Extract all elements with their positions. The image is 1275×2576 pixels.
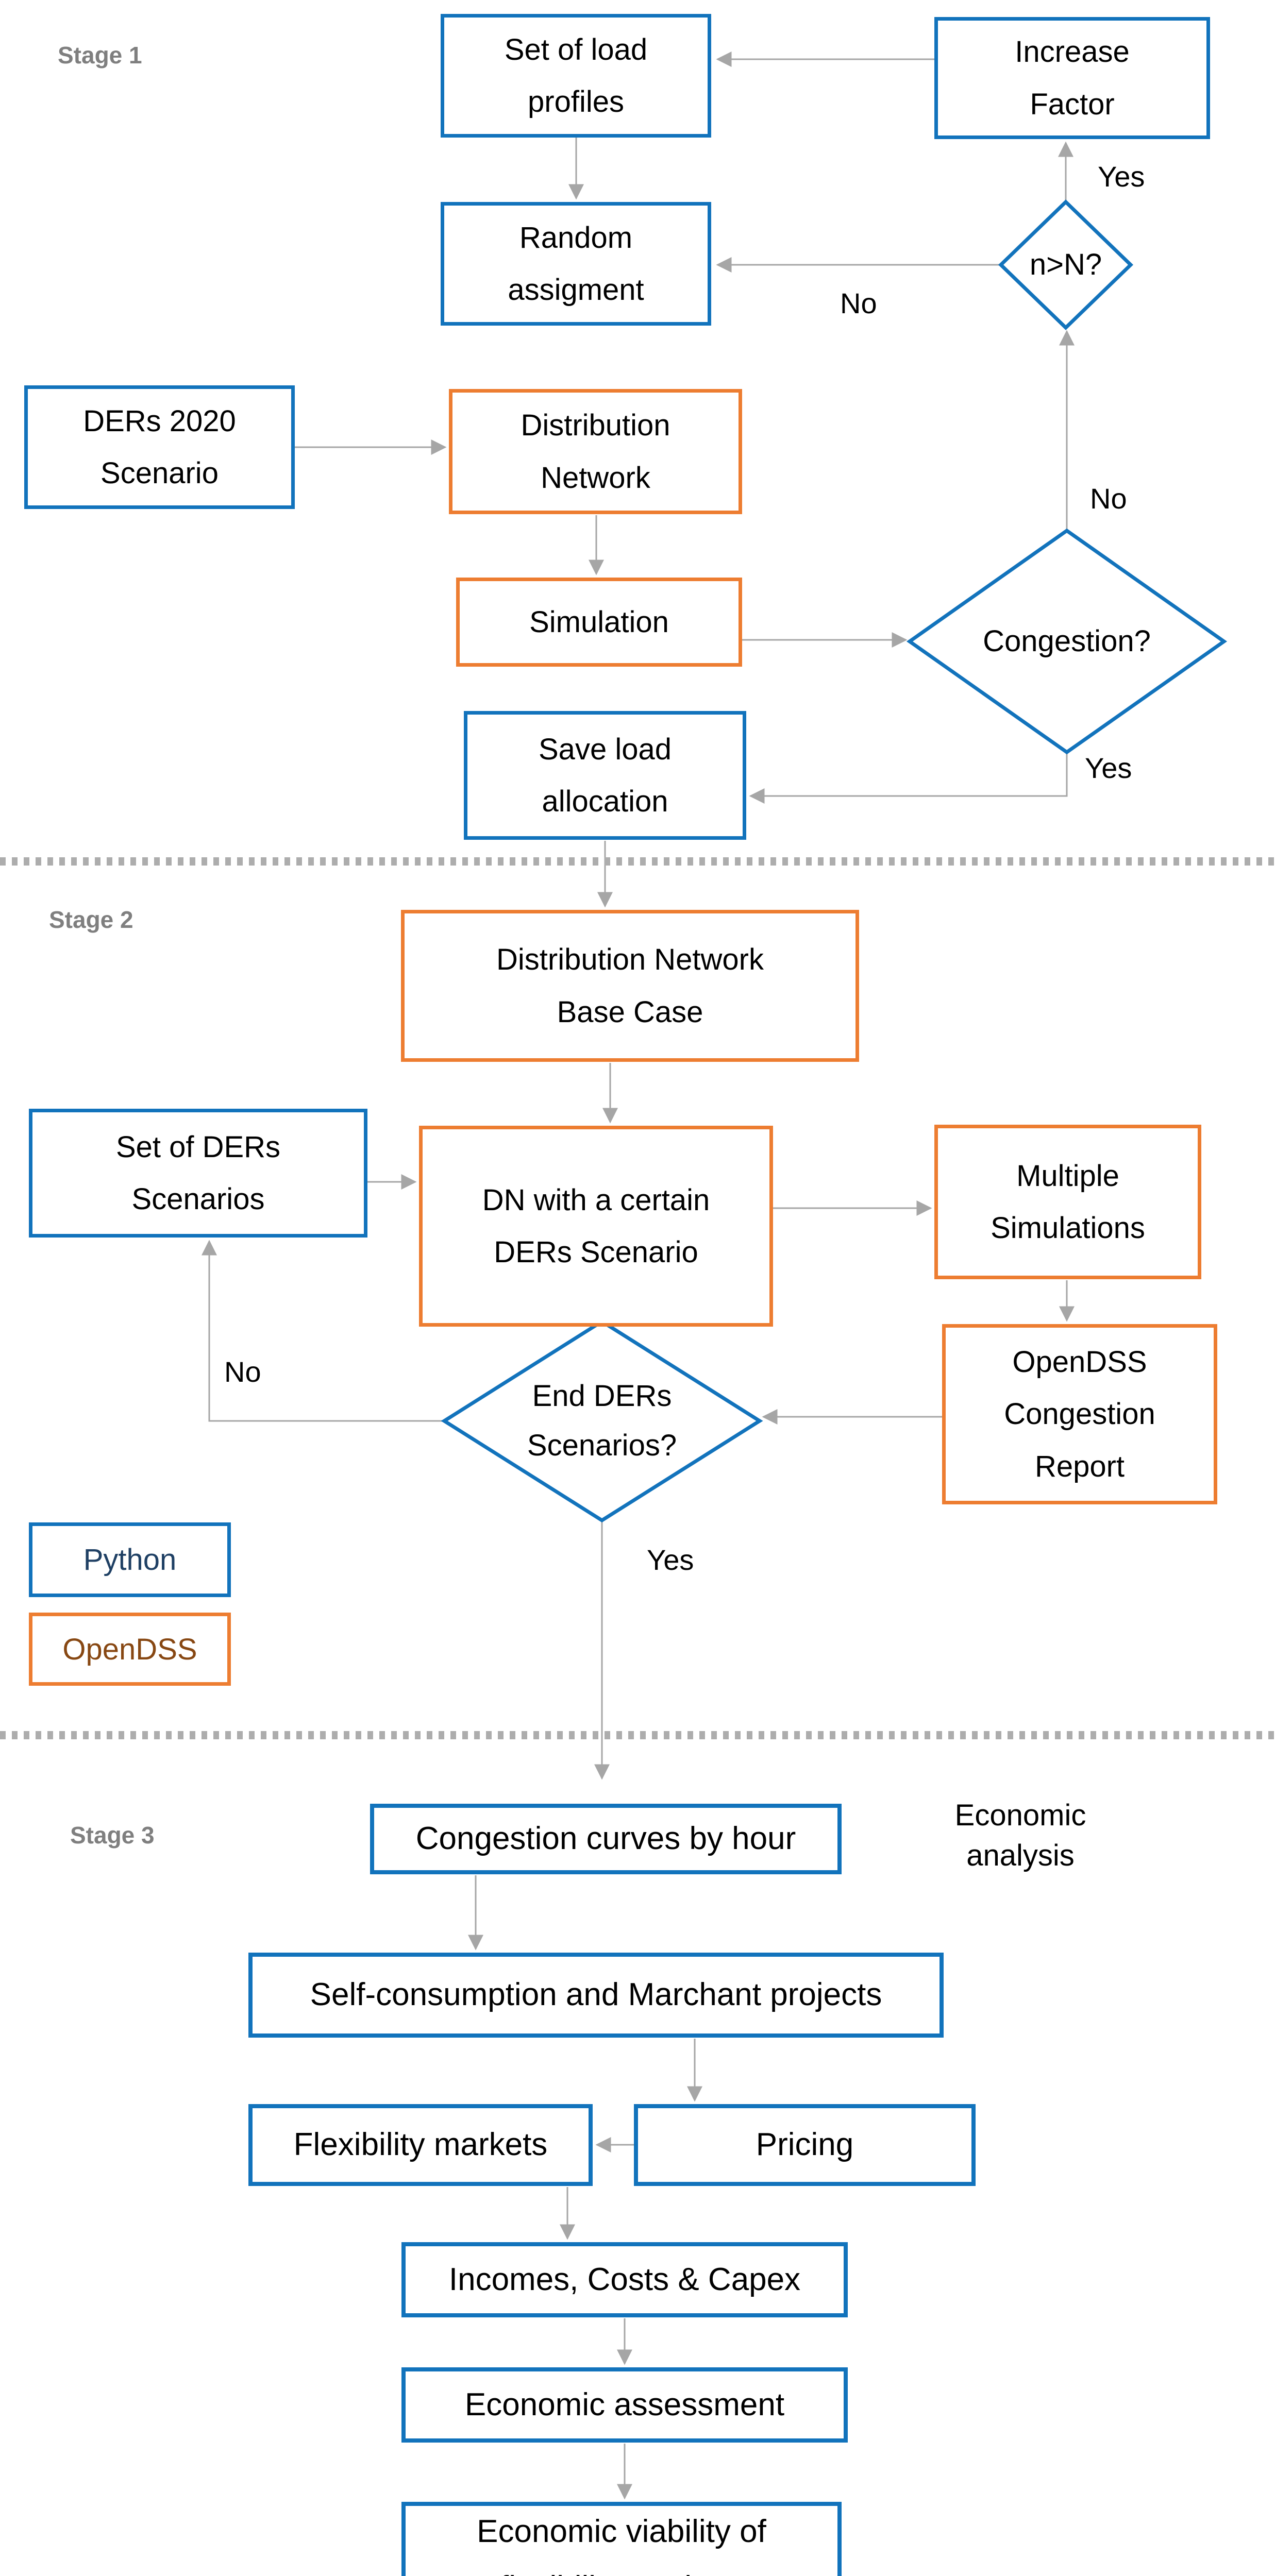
edge-label-congestion-yes: Yes — [1085, 752, 1132, 784]
label-end-ders-scenarios: End DERs Scenarios? — [527, 1379, 677, 1462]
node-pricing: Pricing — [634, 2104, 976, 2186]
legend-opendss: OpenDSS — [29, 1613, 231, 1686]
edge-label-endders-no: No — [224, 1355, 261, 1388]
node-increase-factor: Increase Factor — [934, 17, 1210, 139]
node-set-of-load-profiles: Set of load profiles — [441, 14, 711, 138]
node-incomes-costs-capex: Incomes, Costs & Capex — [401, 2242, 848, 2317]
stage3-label: Stage 3 — [70, 1822, 155, 1849]
node-save-load-allocation: Save load allocation — [464, 711, 746, 840]
node-congestion-curves: Congestion curves by hour — [370, 1804, 842, 1874]
economic-analysis-annotation: Economic analysis — [954, 1799, 1086, 1873]
node-simulation: Simulation — [456, 578, 742, 667]
decision-end-ders — [441, 1319, 763, 1523]
node-flexibility-markets: Flexibility markets — [248, 2104, 593, 2186]
node-random-assigment: Random assigment — [441, 202, 711, 326]
arrow-congestion-yes-to-save — [749, 753, 1068, 804]
legend-python: Python — [29, 1522, 231, 1597]
node-economic-viability: Economic viability of flexibility market… — [401, 2502, 842, 2576]
node-distribution-network: Distribution Network — [449, 389, 742, 514]
decision-n-gt-N — [998, 199, 1134, 330]
node-multiple-simulations: Multiple Simulations — [934, 1125, 1201, 1279]
node-set-of-ders-scenarios: Set of DERs Scenarios — [29, 1109, 367, 1238]
edge-label-nN-no: No — [840, 287, 877, 319]
label-n-gt-N: n>N? — [1029, 248, 1102, 282]
node-dn-base-case: Distribution Network Base Case — [401, 910, 859, 1062]
node-opendss-congestion-report: OpenDSS Congestion Report — [942, 1324, 1217, 1504]
label-congestion: Congestion? — [983, 624, 1151, 658]
edge-label-nN-yes: Yes — [1098, 160, 1145, 193]
edge-label-endders-yes: Yes — [647, 1544, 694, 1576]
stage2-label: Stage 2 — [49, 906, 133, 933]
decision-congestion — [906, 528, 1228, 755]
node-self-consumption: Self-consumption and Marchant projects — [248, 1953, 944, 2038]
arrow-endders-no-to-setders — [202, 1240, 444, 1422]
stage1-label: Stage 1 — [58, 42, 142, 69]
stage2-stage3-divider — [0, 1731, 1275, 1739]
node-economic-assessment: Economic assessment — [401, 2367, 848, 2443]
edge-label-congestion-no: No — [1090, 482, 1127, 515]
node-dn-certain-ders: DN with a certain DERs Scenario — [419, 1126, 773, 1327]
node-ders-2020-scenario: DERs 2020 Scenario — [24, 385, 295, 509]
stage1-stage2-divider — [0, 857, 1275, 866]
